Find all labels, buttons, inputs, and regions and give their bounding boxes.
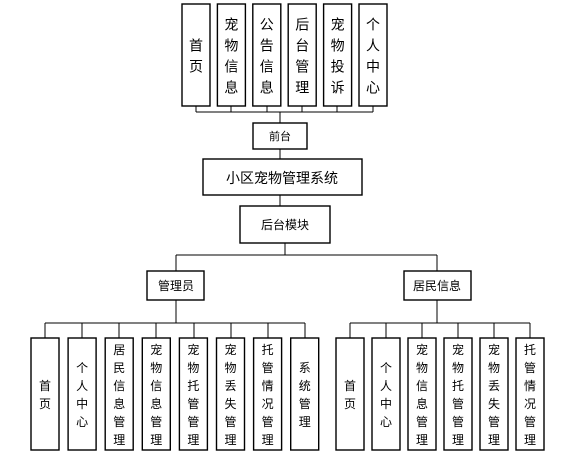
resident-item-6: 托管情况管理	[515, 337, 545, 451]
connector-resident-items	[349, 300, 531, 338]
frontend-label: 前台	[269, 129, 291, 143]
admin-item-label: 宠物信息管理	[150, 342, 162, 447]
admin-item-box	[67, 337, 97, 451]
admin-item-label: 个人中心	[76, 361, 88, 429]
resident-item-1: 首页	[335, 337, 365, 451]
admin-item-3: 居民信息管理	[104, 337, 134, 451]
resident-item-4: 宠物托管管理	[443, 337, 473, 451]
frontend-item-4: 后台管理	[287, 3, 317, 107]
admin-item-label: 首页	[39, 379, 51, 411]
admin-item-6: 宠物丢失管理	[215, 337, 246, 451]
resident-item-5: 宠物丢失管理	[479, 337, 509, 451]
frontend-item-label: 首页	[189, 38, 203, 75]
admin-item-1: 首页	[30, 337, 60, 451]
frontend-item-label: 个人中心	[366, 17, 380, 96]
admin-item-box	[178, 337, 209, 451]
admin-item-box	[104, 337, 134, 451]
resident-item-box	[443, 337, 473, 451]
admin-item-label: 居民信息管理	[113, 343, 125, 447]
frontend-item-box	[322, 3, 353, 107]
resident-label: 居民信息	[413, 278, 461, 293]
resident-item-3: 宠物信息管理	[407, 337, 437, 451]
admin-item-2: 个人中心	[67, 337, 97, 451]
admin-item-label: 宠物丢失管理	[224, 342, 236, 447]
resident-item-label: 个人中心	[380, 361, 392, 429]
frontend-item-2: 宠物信息	[216, 3, 247, 107]
frontend-item-label: 宠物信息	[224, 17, 238, 96]
system-node: 小区宠物管理系统	[202, 158, 363, 196]
admin-item-5: 宠物托管管理	[178, 337, 209, 451]
admin-label: 管理员	[158, 278, 194, 293]
resident-item-2: 个人中心	[371, 337, 401, 451]
admin-item-label: 宠物托管管理	[187, 342, 199, 447]
admin-node: 管理员	[146, 270, 205, 301]
resident-item-box	[479, 337, 509, 451]
admin-item-box	[30, 337, 60, 451]
admin-item-box	[290, 337, 320, 451]
resident-item-box	[515, 337, 545, 451]
system-title: 小区宠物管理系统	[226, 171, 338, 187]
frontend-item-label: 后台管理	[295, 17, 309, 96]
resident-item-label: 宠物丢失管理	[488, 342, 500, 447]
frontend-item-label: 宠物投诉	[331, 17, 345, 96]
connector-front-bus	[195, 106, 374, 113]
resident-item-box	[407, 337, 437, 451]
connector-admin-items	[44, 300, 306, 338]
resident-item-label: 托管情况管理	[524, 343, 536, 447]
admin-item-7: 托管情况管理	[252, 337, 283, 451]
resident-items: 首页 个人中心 宠物信息管理 宠物托管管理 宠物丢失管理 托管情况管理	[335, 337, 545, 451]
resident-item-box	[371, 337, 401, 451]
admin-item-box	[215, 337, 246, 451]
frontend-items: 首页 宠物信息 公告信息 后台管理 宠物投诉 个人中心	[181, 3, 388, 107]
connectors	[44, 106, 531, 338]
connector-backend-to-roles	[175, 243, 438, 271]
frontend-node: 前台	[252, 122, 308, 150]
admin-item-box	[141, 337, 172, 451]
admin-items: 首页 个人中心 居民信息管理 宠物信息管理 宠物托管管理 宠物丢失管理 托管情况管理 系统管理	[30, 337, 320, 451]
frontend-item-box	[216, 3, 247, 107]
admin-item-box	[252, 337, 283, 451]
resident-item-label: 首页	[344, 379, 356, 411]
resident-item-box	[335, 337, 365, 451]
frontend-item-5: 宠物投诉	[322, 3, 353, 107]
frontend-item-label: 公告信息	[260, 17, 274, 96]
frontend-item-box	[181, 3, 211, 107]
resident-item-label: 宠物托管管理	[452, 342, 464, 447]
admin-item-4: 宠物信息管理	[141, 337, 172, 451]
admin-item-label: 系统管理	[299, 361, 311, 429]
frontend-item-1: 首页	[181, 3, 211, 107]
resident-item-label: 宠物信息管理	[416, 342, 428, 447]
admin-item-label: 托管情况管理	[262, 343, 274, 447]
backend-node: 后台模块	[239, 205, 331, 244]
resident-node: 居民信息	[403, 270, 472, 301]
frontend-item-box	[287, 3, 317, 107]
backend-label: 后台模块	[261, 217, 309, 232]
frontend-item-box	[358, 3, 388, 107]
frontend-item-6: 个人中心	[358, 3, 388, 107]
frontend-item-3: 公告信息	[252, 3, 282, 107]
frontend-item-box	[252, 3, 282, 107]
admin-item-8: 系统管理	[290, 337, 320, 451]
